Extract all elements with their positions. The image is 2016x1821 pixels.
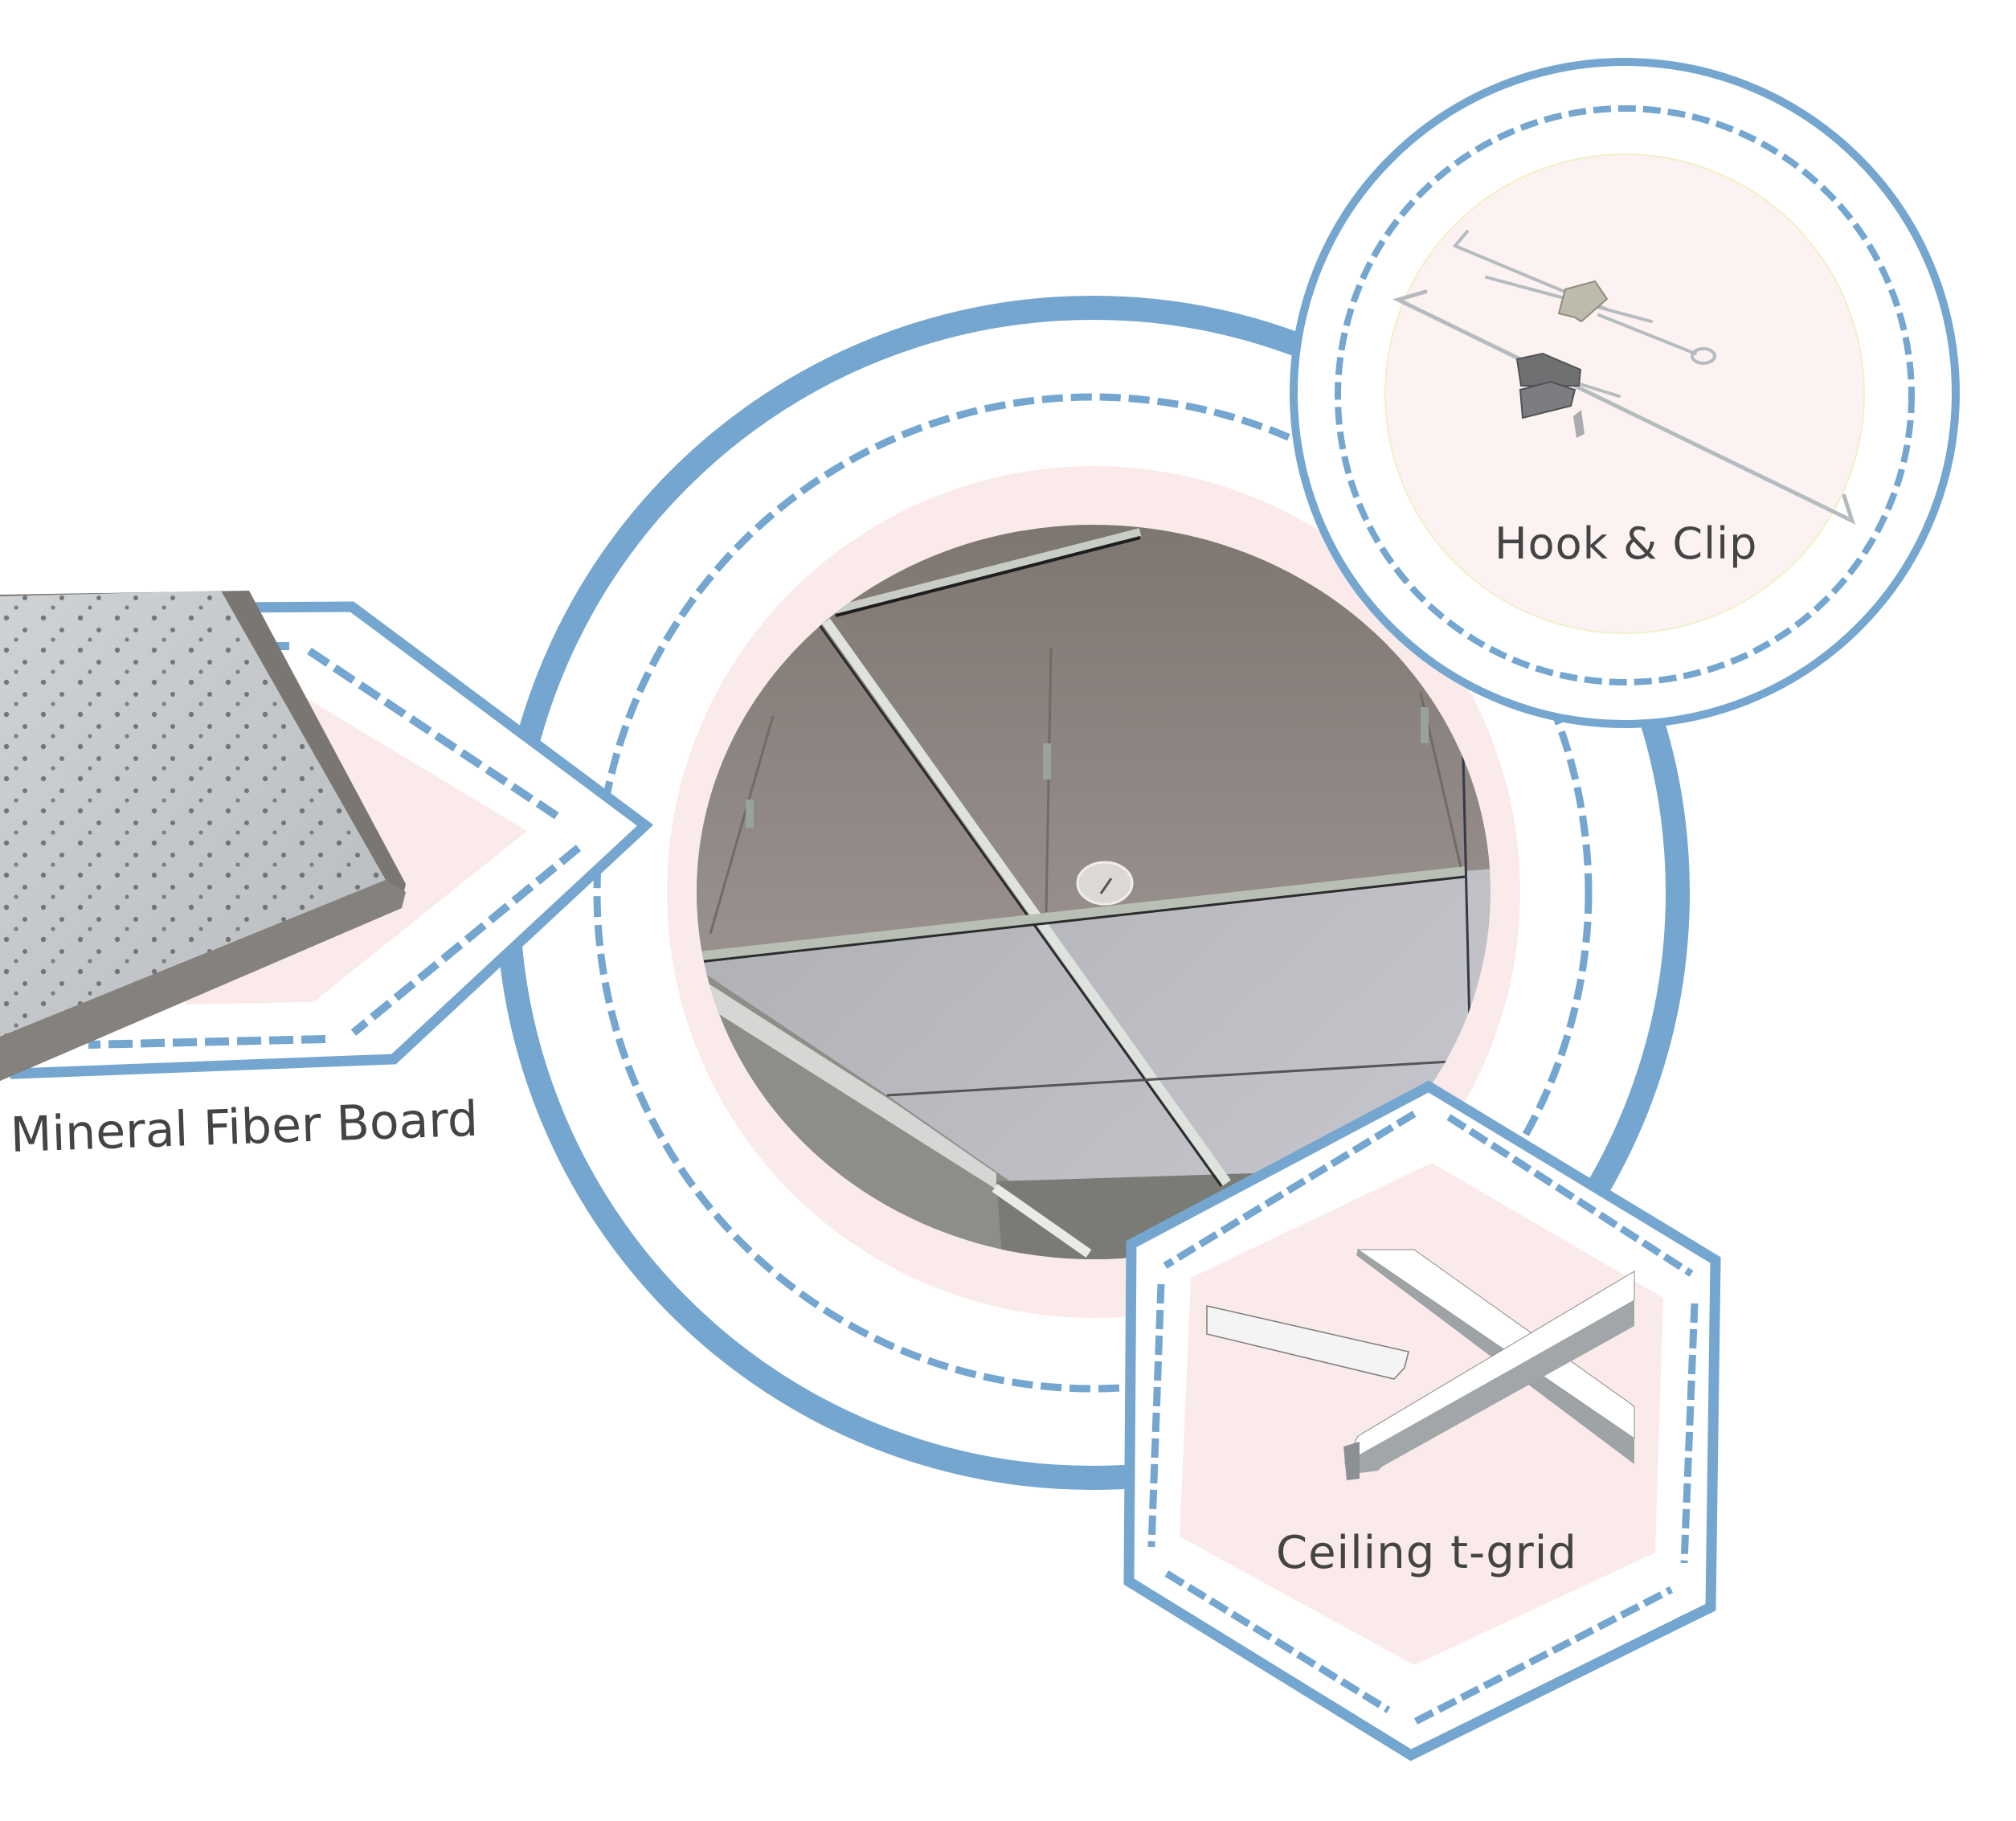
arrow-dashed-upper xyxy=(307,647,565,824)
hex-dashed-top-left xyxy=(1163,1111,1417,1269)
perforated-board-image xyxy=(0,591,406,1081)
ceiling-t-grid-label: Ceiling t-grid xyxy=(1276,1527,1577,1579)
hook-dashed-ring xyxy=(1335,105,1915,685)
arrow-dashed-bottom xyxy=(88,1035,326,1049)
hex-dashed-left xyxy=(1147,1283,1165,1548)
dashed-ring xyxy=(593,393,1593,1393)
hex-dashed-right xyxy=(1680,1303,1699,1564)
hook-clip-image xyxy=(1392,230,1856,525)
hook-pink-disc xyxy=(1384,153,1865,634)
t-grid-image xyxy=(1206,1249,1635,1480)
hex-dashed-top-right xyxy=(1446,1114,1694,1277)
hook-clip-frame xyxy=(1290,58,1960,728)
hook-clip-label: Hook & Clip xyxy=(1495,518,1758,569)
hex-dashed-bottom-right xyxy=(1413,1586,1674,1725)
hex-dashed-bottom-left xyxy=(1164,1570,1391,1713)
arrow-dashed-lower xyxy=(350,845,582,1036)
